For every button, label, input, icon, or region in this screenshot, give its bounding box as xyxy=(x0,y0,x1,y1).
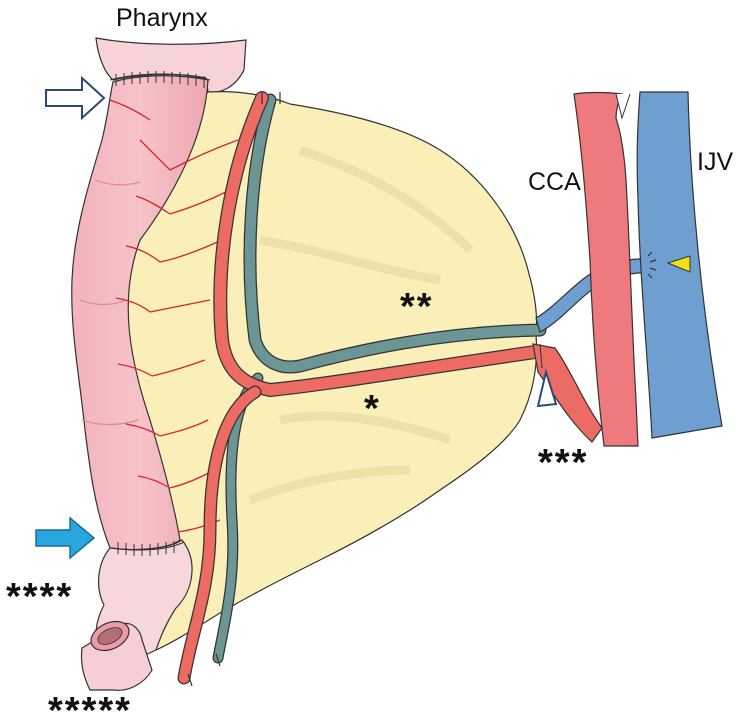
proximal-anastomosis-sutures xyxy=(109,71,211,88)
mesentery-texture xyxy=(248,145,474,505)
common-carotid-artery xyxy=(573,91,639,447)
distal-cut-marker-label: ***** xyxy=(48,690,132,718)
open-arrowhead-icon xyxy=(536,368,558,408)
pharynx-label: Pharynx xyxy=(116,4,208,32)
vessel-suture-ticks xyxy=(187,92,657,687)
open-arrow-icon xyxy=(45,75,106,121)
jejunum-folds xyxy=(79,179,141,426)
yellow-arrowhead-icon xyxy=(666,255,691,273)
cut-end-lumen xyxy=(80,620,153,691)
artery-marker-label: * xyxy=(364,388,381,430)
mesenteric-vessels xyxy=(109,99,239,533)
vein-marker-label: ** xyxy=(400,286,434,328)
distal-anastomosis-sutures xyxy=(111,541,185,556)
blue-arrow-icon xyxy=(35,516,96,560)
ijv-label: IJV xyxy=(697,148,734,176)
recipient-artery-marker-label: *** xyxy=(538,442,589,484)
proximal-anastomosis-marker-label: **** xyxy=(6,576,74,618)
cca-label: CCA xyxy=(528,168,581,196)
